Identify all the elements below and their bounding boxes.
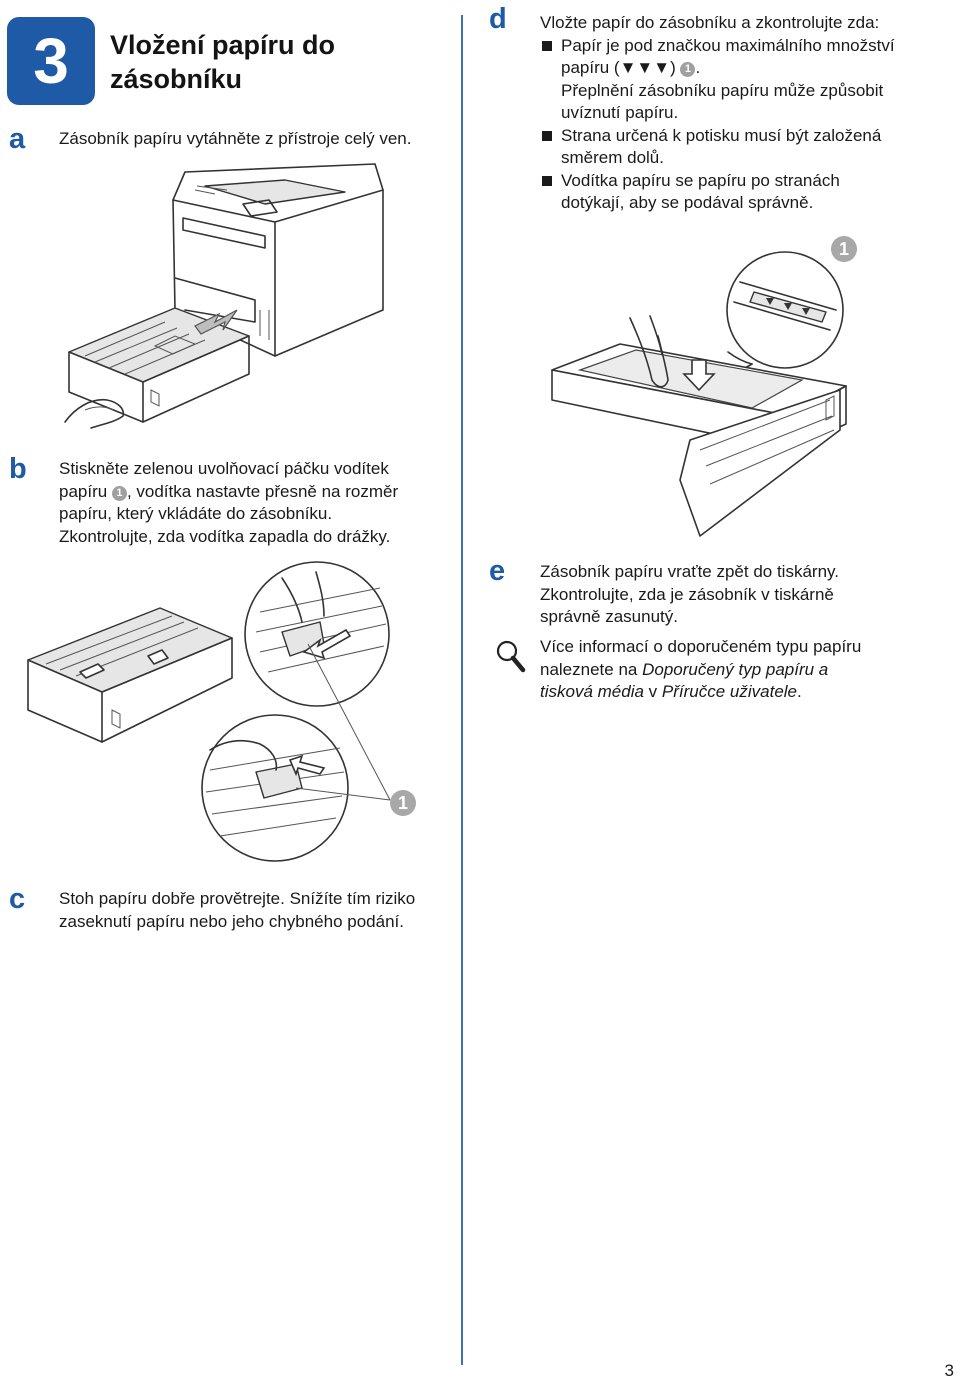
step-b-line1: Stiskněte zelenou uvolňovací páčku vodít… — [59, 459, 389, 478]
step-d-bullet2-line1: Strana určená k potisku musí být založen… — [561, 125, 882, 145]
step-b-line2-before: papíru — [59, 481, 108, 501]
step-d-bullet1-line2: papíru (▼▼▼) 1. — [561, 57, 940, 80]
step-d-callout: 1 — [680, 62, 696, 77]
step-b-line4: Zkontrolujte, zda vodítka zapadla do drá… — [59, 526, 391, 546]
note-line3-end: . — [797, 682, 802, 701]
step-b-line2-after: , vodítka nastavte přesně na rozměr — [126, 481, 399, 501]
step-d-bullet3-line2: dotýkají, aby se podával správně. — [561, 193, 814, 212]
step-a-letter: a — [9, 123, 26, 155]
step-b-letter: b — [9, 453, 27, 485]
column-divider — [461, 15, 463, 1365]
section-title-line2: zásobníku — [110, 64, 243, 94]
step-e-text: Zásobník papíru vraťte zpět do tiskárny.… — [540, 561, 940, 629]
step-d-bullet3-line1: Vodítka papíru se papíru po stranách — [561, 170, 840, 190]
step-d-bullet1-line1: Papír je pod značkou maximálního množstv… — [561, 35, 895, 55]
page-number: 3 — [944, 1361, 954, 1380]
step-c-text: Stoh papíru dobře provětrejte. Snížíte t… — [59, 888, 459, 933]
step-d-intro: Vložte papír do zásobníku a zkontrolujte… — [540, 13, 880, 32]
note-line3: tisková média v Příručce uživatele. — [540, 681, 950, 704]
section-title-line1: Vložení papíru do — [110, 30, 336, 60]
step-c-line2: zaseknutí papíru nebo jeho chybného podá… — [59, 911, 404, 931]
figure-printer-tray-pullout — [64, 163, 384, 429]
step-e-line2: Zkontrolujte, zda je zásobník v tiskárně — [540, 584, 834, 604]
step-d-bullet-2: Strana určená k potisku musí být založen… — [540, 125, 940, 170]
step-b-text: Stiskněte zelenou uvolňovací páčku vodít… — [59, 458, 459, 548]
magnifier-icon — [496, 640, 526, 673]
step-d-bullet1-line3: Přeplnění zásobníku papíru může způsobit — [561, 80, 884, 100]
step-e-line1: Zásobník papíru vraťte zpět do tiskárny. — [540, 562, 839, 581]
note-line3-italic2: Příručce uživatele — [661, 682, 798, 701]
step-d-bullet1-line2-before: papíru (▼▼▼) — [561, 58, 676, 77]
note-line2: naleznete na Doporučený typ papíru a — [540, 659, 950, 682]
note-line2-italic: Doporučený typ papíru a — [642, 659, 829, 679]
figure-b-callout: 1 — [390, 790, 416, 816]
step-c-line1: Stoh papíru dobře provětrejte. Snížíte t… — [59, 889, 416, 908]
step-a-text: Zásobník papíru vytáhněte z přístroje ce… — [59, 129, 412, 148]
step-e-letter: e — [489, 555, 506, 587]
step-d-bullet-3: Vodítka papíru se papíru po stranách dot… — [540, 170, 940, 215]
note-line1: Více informací o doporučeném typu papíru — [540, 637, 862, 656]
figure-d-callout: 1 — [831, 236, 857, 262]
step-d-bullet-1: Papír je pod značkou maximálního množstv… — [540, 35, 940, 125]
step-d-text: Vložte papír do zásobníku a zkontrolujte… — [540, 12, 940, 215]
step-b-line2: papíru 1, vodítka nastavte přesně na roz… — [59, 481, 459, 504]
figure-load-paper-tray — [551, 251, 847, 537]
note-line3-mid: v — [643, 682, 662, 701]
step-e-line3: správně zasunutý. — [540, 607, 678, 626]
note-line2-before: naleznete na — [540, 659, 643, 679]
note-text: Více informací o doporučeném typu papíru… — [540, 636, 950, 704]
step-d-bullet2-line2: směrem dolů. — [561, 148, 664, 167]
step-d-checklist: Papír je pod značkou maximálního množstv… — [540, 35, 940, 215]
note-line3-italic1: tisková média — [540, 682, 644, 701]
step-d-bullet1-line4: uvíznutí papíru. — [561, 103, 679, 122]
step-d-letter: d — [489, 3, 507, 35]
step-b-line3: papíru, který vkládáte do zásobníku. — [59, 504, 333, 523]
step-d-bullet1-line2-after: . — [695, 58, 701, 77]
section-title: Vložení papíru do zásobníku — [110, 28, 440, 96]
step-b-callout: 1 — [111, 485, 127, 501]
section-number-badge: 3 — [7, 17, 95, 105]
figure-adjust-paper-guides — [27, 561, 391, 862]
step-c-letter: c — [9, 883, 26, 915]
